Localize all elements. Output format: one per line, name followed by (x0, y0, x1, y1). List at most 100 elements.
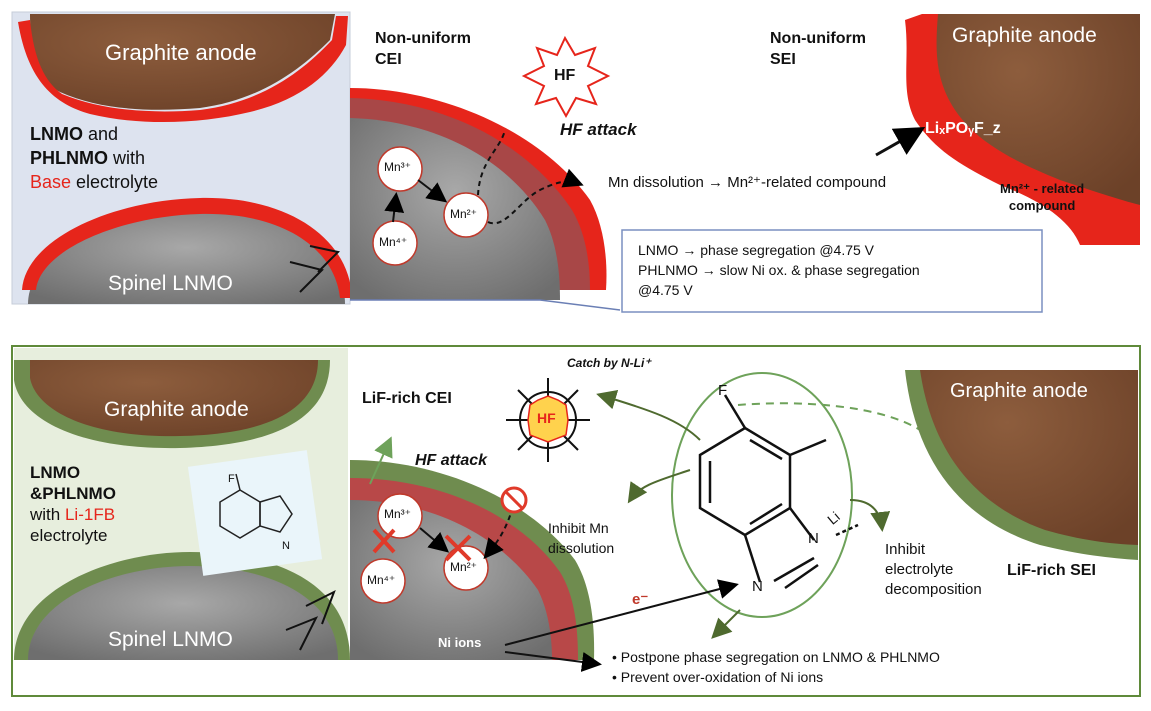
mol-small-f-label: F (228, 473, 235, 485)
crack-marks-bottom (285, 589, 336, 651)
sei-title-line2: SEI (770, 51, 796, 68)
phlnmo-with-line: PHLNMO with (30, 146, 158, 170)
prohibit-icon-slash (504, 490, 524, 510)
inhibit-mn-line1: Inhibit Mn (548, 520, 609, 536)
note-line1: LNMO → phase segregation @4.75 V (638, 242, 875, 258)
arrow-mn3-mn2-bottom (419, 527, 450, 553)
mn2-compound-line1: Mn²⁺ - related (1000, 181, 1085, 196)
catch-by-nli-label: Catch by N-Li⁺ (567, 356, 651, 370)
lnmo-label: LNMO (30, 124, 83, 144)
mol-f-label: F (718, 382, 728, 399)
electrolyte-label-bottom: electrolyte (30, 526, 108, 545)
cross-mn-bottom-2 (444, 534, 472, 562)
bullet-text-2: Prevent over-oxidation of Ni ions (620, 669, 824, 685)
inhibit-el-line2: electrolyte (885, 561, 954, 578)
cei-title-line2: CEI (375, 51, 402, 68)
mn-dissolution-dashed (487, 168, 584, 225)
mn2-label-top: Mn²⁺ (450, 207, 477, 221)
top-panel (11, 11, 1140, 313)
mn4-label-top: Mn⁴⁺ (379, 235, 408, 249)
with-label-bottom: with (30, 505, 65, 524)
bullet-text-1: Postpone phase segregation on LNMO & PHL… (620, 649, 940, 665)
ni-ions-label: Ni ions (438, 635, 482, 650)
base-electrolyte-line: Base electrolyte (30, 170, 158, 194)
mn3-circle-bottom (377, 493, 423, 539)
callout-line (350, 299, 621, 311)
mn2-compound-label: Mn²⁺ - related compound (1000, 180, 1084, 214)
arrow-mn4-mn3 (384, 192, 405, 223)
hf-label-top: HF (554, 67, 576, 84)
with-label: with (108, 148, 146, 168)
cei-red-top-left (22, 197, 352, 298)
graphite-anode-label-top-left: Graphite anode (105, 40, 257, 65)
mn2-circle-top (443, 192, 489, 238)
phlnmo-label-bottom: &PHLNMO (30, 484, 116, 503)
bottom-panel (11, 345, 1141, 697)
lif-rich-cei-label: LiF-rich CEI (362, 390, 452, 407)
with-li1fb-line: with Li-1FB (30, 504, 116, 525)
bullet-list: • Postpone phase segregation on LNMO & P… (612, 647, 940, 687)
bottom-left-description: LNMO &PHLNMO with Li-1FB electrolyte (30, 462, 116, 546)
lnmo-label-bottom: LNMO (30, 463, 81, 482)
cei-title-line1: Non-uniform (375, 30, 471, 47)
graphite-anode-top-left (30, 14, 335, 110)
sei-red-top-left (18, 16, 348, 123)
bullet-item-2: • Prevent over-oxidation of Ni ions (612, 669, 824, 685)
arrow-lif-cei (369, 436, 393, 485)
mn4-circle-bottom (360, 558, 406, 604)
cross-mn-bottom-1 (372, 528, 396, 554)
note-line3: @4.75 V (638, 282, 693, 298)
graphite-anode-label-bottom-right: Graphite anode (950, 380, 1088, 402)
mn2-label-bottom: Mn²⁺ (450, 560, 477, 574)
note-line2: PHLNMO → slow Ni ox. & phase segregation (638, 262, 920, 278)
electrolyte-label: electrolyte (71, 172, 159, 192)
molecule-ellipse (671, 372, 853, 618)
mn3-circle-top (377, 146, 423, 192)
inhibit-mn-label: Inhibit Mn dissolution (548, 518, 614, 558)
molecule-large (698, 394, 859, 590)
arrow-lipofz (875, 127, 926, 157)
sei-title-line1: Non-uniform (770, 30, 866, 47)
hf-burst-top (521, 35, 611, 119)
graphite-anode-top-right (936, 14, 1140, 205)
arrow-inhibit-electrolyte (849, 499, 891, 532)
inhibit-el-line1: Inhibit (885, 541, 926, 558)
mn3-label-bottom: Mn³⁺ (384, 507, 411, 521)
hf-attack-label-bottom: HF attack (415, 452, 488, 469)
mol-n2-label: N (752, 578, 763, 595)
inhibit-el-line3: decomposition (885, 581, 982, 598)
non-uniform-cei-label: Non-uniform CEI (375, 28, 471, 70)
inhibit-mn-line2: dissolution (548, 540, 615, 556)
spinel-lnmo-bottom-left (28, 566, 338, 660)
arrow-to-sei-dashed (737, 402, 950, 453)
mn4-circle-top (372, 220, 418, 266)
base-label: Base (30, 172, 72, 192)
hf-highlight (527, 395, 569, 443)
graphite-anode-bottom-right (920, 370, 1138, 545)
note-box-text: LNMO → phase segregation @4.75 V PHLNMO … (638, 240, 920, 300)
mn2-compound-line2: compound (1008, 198, 1076, 213)
hf-attack-label-top: HF attack (560, 120, 637, 139)
inhibit-electrolyte-label: Inhibit electrolyte decomposition (885, 540, 982, 600)
spinel-lnmo-label-top: Spinel LNMO (108, 272, 233, 295)
electron-label: e⁻ (632, 591, 649, 608)
graphite-anode-bottom-left (30, 360, 318, 437)
spinel-lnmo-label-bottom: Spinel LNMO (108, 628, 233, 651)
mn-dissolution-label: Mn dissolution → Mn²⁺-related compound (608, 174, 887, 191)
molecule-small (219, 473, 293, 539)
note-box (621, 229, 1043, 313)
arrow-electron (504, 579, 739, 646)
molecule-box-small (187, 450, 323, 576)
arrow-mn3-mn2 (417, 179, 448, 203)
mol-n1-label: N (808, 530, 819, 547)
graphite-anode-label-top-right: Graphite anode (952, 24, 1097, 47)
graphite-anode-label-bottom-left: Graphite anode (104, 398, 249, 421)
hf-dashed-bottom (483, 497, 516, 560)
mn2-circle-bottom (443, 545, 489, 591)
bullet-item-1: • Postpone phase segregation on LNMO & P… (612, 649, 940, 665)
mn3-label-top: Mn³⁺ (384, 160, 411, 174)
spinel-lnmo-top-left (28, 210, 345, 304)
arrow-postpone (711, 609, 741, 639)
top-left-description: LNMO and PHLNMO with Base electrolyte (30, 122, 158, 194)
